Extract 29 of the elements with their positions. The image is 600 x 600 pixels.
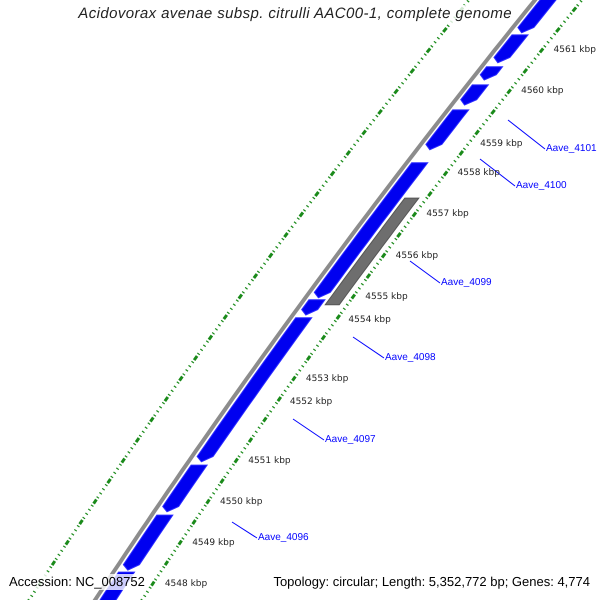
scale-label: 4549 kbp — [192, 538, 235, 549]
scale-label: 4554 kbp — [348, 314, 391, 326]
gene-label: Aave_4101 — [546, 143, 597, 155]
gene-label: Aave_4100 — [516, 180, 567, 192]
gene-label: Aave_4096 — [258, 532, 309, 544]
scale-label: 4553 kbp — [306, 374, 348, 385]
scale-label: 4548 kbp — [164, 578, 208, 590]
scale-label: 4560 kbp — [521, 86, 564, 98]
scale-label: 4558 kbp — [458, 168, 500, 180]
scale-label: 4550 kbp — [220, 496, 262, 508]
leader-line — [410, 260, 440, 284]
scale-label: 4557 kbp — [426, 209, 469, 220]
genome-summary-text: Topology: circular; Length: 5,352,772 bp; Genes: 4,774 — [271, 574, 592, 590]
title: Acidovorax avenae subsp. citrulli AAC00-1, complete genome — [76, 5, 514, 23]
accession-text: Accession: NC_008752 — [7, 574, 147, 590]
leader-line — [352, 336, 384, 358]
leader-line — [232, 522, 258, 538]
gene-label: Aave_4097 — [325, 434, 376, 446]
scale-label: 4556 kbp — [396, 250, 438, 262]
scale-label: 4555 kbp — [365, 292, 408, 302]
scale-label: 4559 kbp — [480, 139, 523, 150]
gene-label: Aave_4098 — [385, 352, 436, 364]
scale-label: 4552 kbp — [290, 396, 332, 408]
scale-label: 4561 kbp — [554, 45, 596, 56]
gene-label: Aave_4099 — [441, 277, 492, 289]
leader-line — [292, 418, 324, 440]
leader-line — [508, 120, 546, 150]
leader-line — [480, 158, 516, 186]
scale-label: 4551 kbp — [248, 456, 291, 467]
